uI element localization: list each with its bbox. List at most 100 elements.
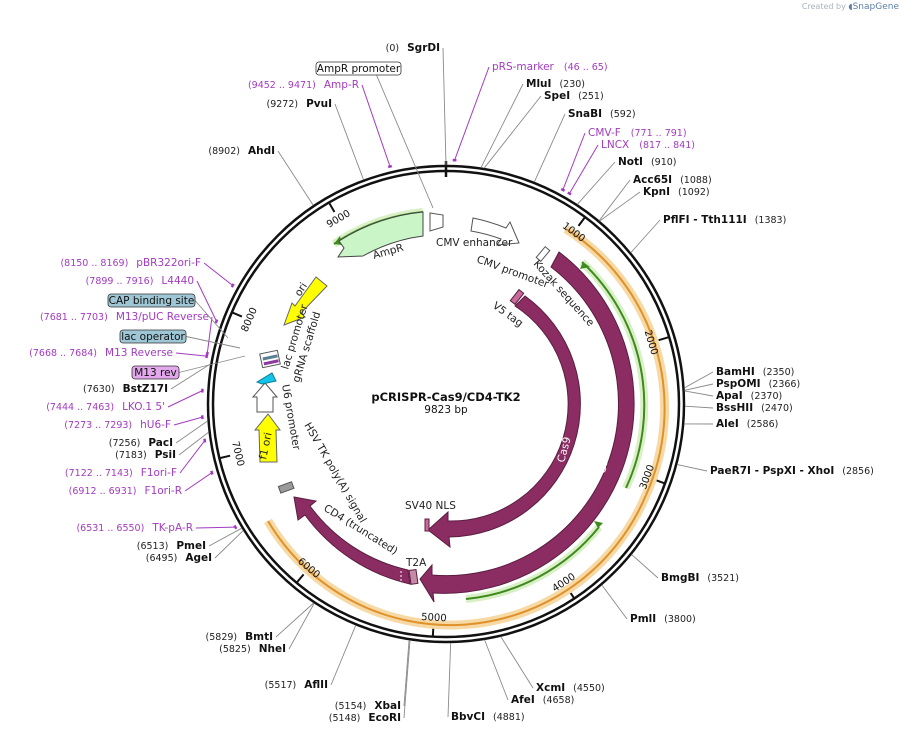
box-lac-operator[interactable] [119, 329, 187, 344]
site-line-paer7i-pspxi-xhoi [677, 464, 708, 472]
site-name: MluI [526, 78, 551, 90]
primer-label-l4440[interactable]: (7899 .. 7916) L4440 [86, 275, 194, 287]
site-label-pmei[interactable]: (6513)PmeI [137, 540, 206, 552]
site-label-pflfi-tth111i[interactable]: PflFI - Tth111I(1383) [663, 214, 786, 226]
site-label-pmli[interactable]: PmlI(3800) [630, 613, 696, 625]
primer-position: (7668 .. 7684) [29, 348, 97, 359]
site-position: (2856) [842, 466, 874, 477]
primer-name: Amp-R [324, 79, 359, 91]
site-label-xbai[interactable]: (5154)XbaI [335, 700, 401, 712]
site-label-nhei[interactable]: (5825)NheI [219, 643, 286, 655]
site-label-bbvci[interactable]: BbvCI(4881) [451, 711, 525, 723]
site-line-bstz17i [170, 363, 211, 390]
site-name: AleI [716, 418, 739, 430]
primer-label-lko-1-5[interactable]: (7444 .. 7463)LKO.1 5' [46, 401, 165, 413]
site-position: (3521) [707, 573, 739, 584]
site-line-mlui [480, 83, 524, 168]
primer-line-m13-reverse [175, 352, 207, 357]
site-name: SnaBI [568, 108, 602, 120]
label-cas9-outer: Cas9 [596, 447, 613, 475]
site-label-apai[interactable]: ApaI(2370) [716, 390, 782, 402]
site-label-aflii[interactable]: (5517)AflII [265, 679, 328, 691]
primer-line-f1ori-f [179, 440, 206, 474]
site-position: (1092) [678, 187, 710, 198]
primer-position: (6531 .. 6550) [76, 523, 144, 534]
primer-label-f1ori-f[interactable]: (7122 .. 7143)F1ori-F [65, 467, 177, 479]
site-label-noti[interactable]: NotI(910) [618, 156, 676, 168]
site-label-bsshii[interactable]: BssHII(2470) [716, 402, 793, 414]
site-label-ecori[interactable]: (5148)EcoRI [329, 712, 401, 724]
primer-label-pbr322ori-f[interactable]: (8150 .. 8169)pBR322ori-F [60, 257, 201, 269]
site-line-ahdi [277, 150, 314, 206]
orf-arrow-green-b [594, 521, 603, 528]
primer-label-amp-r[interactable]: (9452 .. 9471)Amp-R [248, 79, 359, 91]
tick-8000 [232, 311, 243, 318]
primer-label-cmv-f[interactable]: CMV-F(771 .. 791) [588, 127, 687, 139]
site-label-mlui[interactable]: MluI(230) [526, 78, 585, 90]
site-line-afei [484, 639, 509, 701]
site-name: SpeI [544, 90, 570, 102]
site-label-bmti[interactable]: (5829)BmtI [206, 631, 273, 643]
site-label-bmgbi[interactable]: BmgBI(3521) [661, 572, 739, 584]
primer-line-l4440 [196, 280, 217, 322]
site-line-agei [214, 530, 244, 559]
site-label-pspomi[interactable]: PspOMI(2366) [716, 378, 800, 390]
site-label-bstz17i[interactable]: (7630)BstZ17I [83, 383, 168, 395]
site-position: (7256) [109, 438, 141, 449]
site-label-paci[interactable]: (7256)PacI [109, 437, 173, 449]
primer-label-prs-marker[interactable]: pRS-marker(46 .. 65) [492, 61, 608, 73]
primer-line-m13-puc-reverse [206, 316, 213, 354]
site-label-afei[interactable]: AfeI(4658) [511, 694, 574, 706]
primer-line-lko-1-5 [167, 390, 203, 408]
snapgene-logo-icon: ◖ [848, 2, 853, 11]
plasmid-size: 9823 bp [424, 404, 468, 416]
site-name: SgrDI [407, 42, 440, 54]
primer-line-tk-pa-r [195, 526, 236, 529]
primer-label-hu6-f[interactable]: (7273 .. 7293)hU6-F [64, 419, 171, 431]
site-label-pvui[interactable]: (9272)PvuI [266, 98, 332, 110]
site-name: AgeI [185, 552, 212, 564]
site-position: (2350) [763, 367, 795, 378]
site-label-psii[interactable]: (7183)PsiI [115, 449, 176, 461]
primer-label-m13-reverse[interactable]: (7668 .. 7684)M13 Reverse [29, 347, 173, 359]
primer-label-tk-pa-r[interactable]: (6531 .. 6550)TK-pA-R [76, 522, 193, 534]
site-label-spei[interactable]: SpeI(251) [544, 90, 604, 102]
site-label-xcmi[interactable]: XcmI(4550) [536, 682, 605, 694]
box-line-cap-binding-site [194, 300, 229, 339]
tick-label-7000: 7000 [229, 440, 246, 467]
site-label-paer7i-pspxi-xhoi[interactable]: PaeR7I - PspXI - XhoI(2856) [710, 465, 874, 477]
box-cap-binding-site[interactable] [107, 293, 196, 308]
site-position: (1088) [680, 175, 712, 186]
primer-label-lncx[interactable]: LNCX(817 .. 841) [601, 139, 695, 151]
primer-label-f1ori-r[interactable]: (6912 .. 6931)F1ori-R [69, 485, 182, 497]
u6-promoter-arrow [251, 382, 279, 413]
primer-position: (7273 .. 7293) [64, 420, 132, 431]
site-label-acc65i[interactable]: Acc65I(1088) [633, 174, 712, 186]
box-ampr-promoter[interactable] [315, 61, 402, 76]
primer-position: (7899 .. 7916) [86, 276, 154, 287]
tick-label-9000: 9000 [325, 208, 353, 230]
hsv-tk-polya-box [277, 481, 295, 494]
site-label-sgrdi[interactable]: (0) SgrDI [386, 42, 440, 54]
site-line-paci [175, 420, 208, 444]
tick-6000 [296, 573, 305, 583]
site-label-snabi[interactable]: SnaBI(592) [568, 108, 636, 120]
site-position: (7183) [115, 450, 147, 461]
site-label-ahdi[interactable]: (8902)AhdI [208, 145, 275, 157]
site-label-agei[interactable]: (6495)AgeI [146, 552, 212, 564]
site-label-bamhi[interactable]: BamHI(2350) [716, 366, 794, 378]
primer-label-m13-puc-reverse[interactable]: (7681 .. 7703)M13/pUC Reverse [40, 311, 209, 323]
primer-line-amp-r [361, 84, 391, 167]
site-name: XcmI [536, 682, 565, 694]
site-line-xbai [403, 640, 410, 707]
sv40-nls-box [424, 518, 430, 532]
site-position: (0) [386, 43, 399, 54]
site-line-pflfi-tth111i [630, 219, 661, 253]
primer-name: L4440 [161, 275, 194, 287]
box-m13-rev[interactable] [131, 365, 180, 380]
site-name: PflFI - Tth111I [663, 214, 747, 226]
primer-mark-pbr322ori-f [230, 283, 235, 288]
site-label-alei[interactable]: AleI(2586) [716, 418, 778, 430]
primer-line-hu6-f [173, 416, 203, 426]
site-label-kpni[interactable]: KpnI(1092) [643, 186, 710, 198]
